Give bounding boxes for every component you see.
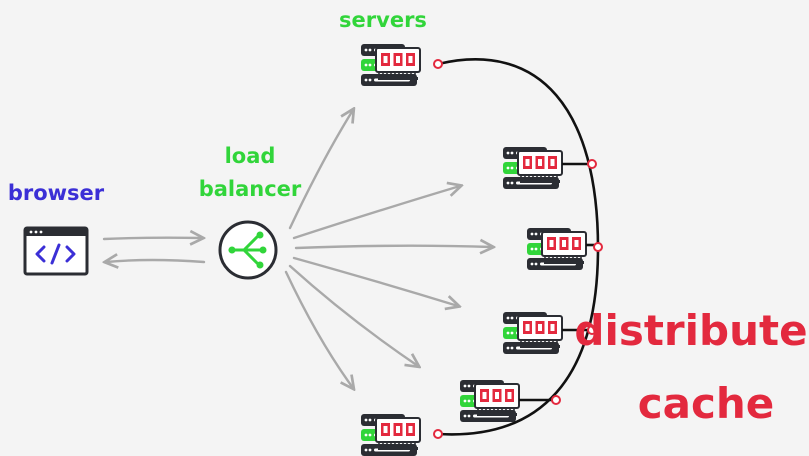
browser-node: browser	[8, 181, 105, 276]
servers-label: servers	[339, 8, 427, 32]
distributed-cache-label: distributed cache	[574, 306, 809, 428]
server-3	[526, 227, 587, 271]
browser-label: browser	[8, 181, 105, 205]
server-1	[360, 43, 421, 87]
server-2	[502, 146, 563, 190]
browser-lb-arrows	[104, 238, 204, 262]
server-5	[459, 379, 520, 423]
load-balancer-node: load balancer	[199, 144, 302, 280]
load-balancer-icon	[218, 220, 278, 280]
server-4	[502, 311, 563, 355]
cache-connection	[433, 58, 603, 439]
load-label: load	[225, 144, 276, 168]
server-6	[360, 413, 421, 456]
balancer-label: balancer	[199, 177, 302, 201]
cache-word: cache	[638, 379, 775, 428]
code-window-icon	[23, 226, 89, 276]
lb-server-arrows	[284, 110, 492, 388]
distributed-word: distributed	[574, 306, 809, 355]
